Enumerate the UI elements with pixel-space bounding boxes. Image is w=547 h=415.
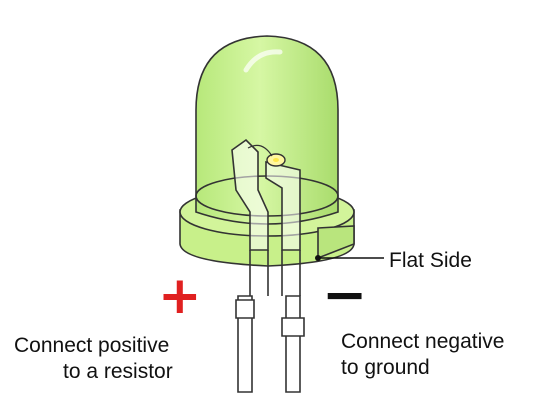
negative-sign: − [322, 263, 368, 326]
positive-label-line2: to a resistor [63, 360, 173, 383]
led-dome [195, 35, 339, 225]
led-leads [235, 295, 305, 393]
flat-side-pointer [315, 255, 384, 261]
led-die [247, 144, 286, 167]
negative-label-line1: Connect negative [341, 330, 505, 353]
flat-side-label: Flat Side [389, 249, 472, 272]
cathode-lead [285, 295, 301, 393]
positive-label-line1: Connect positive [14, 334, 170, 357]
positive-sign: + [158, 266, 202, 326]
negative-label-line2: to ground [341, 356, 430, 379]
anode-lead [237, 295, 253, 393]
